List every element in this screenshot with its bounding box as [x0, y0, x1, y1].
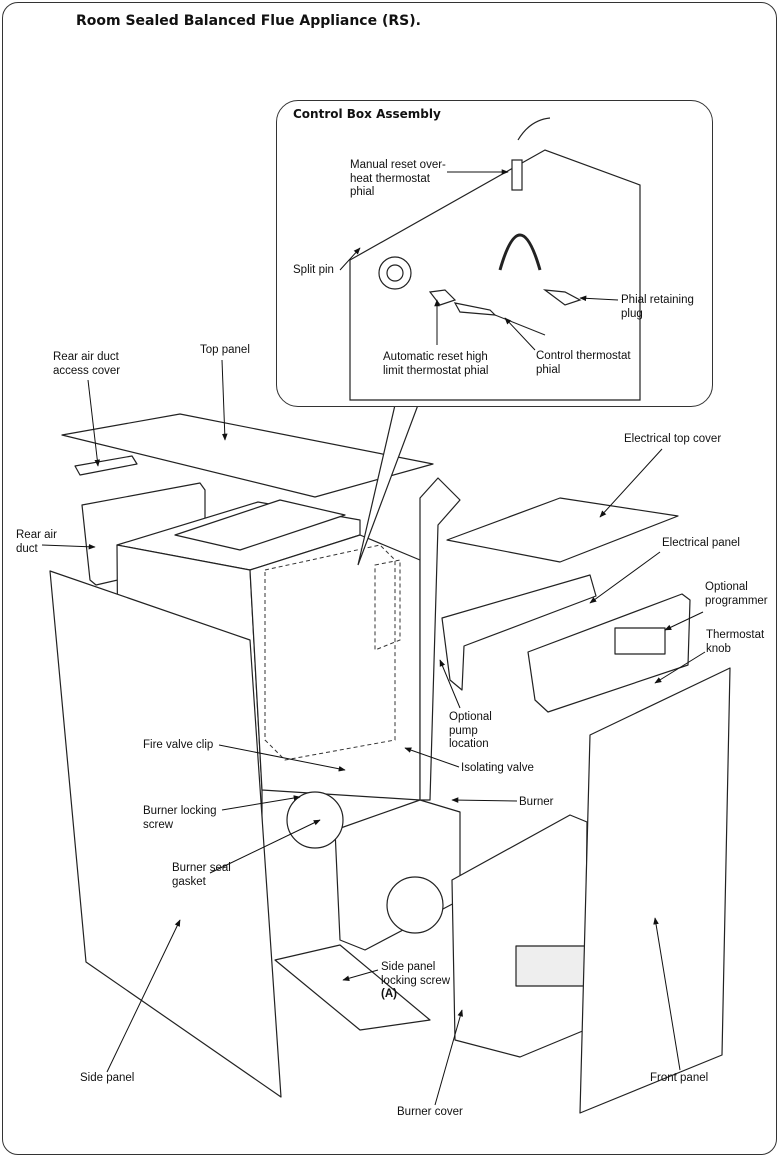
label-optional-programmer: Optional programmer: [705, 581, 768, 607]
diagram-title: Room Sealed Balanced Flue Appliance (RS)…: [76, 13, 421, 29]
label-thermostat-knob: Thermostat knob: [706, 629, 765, 655]
label-electrical-top-cover: Electrical top cover: [624, 433, 722, 445]
label-fire-valve-clip: Fire valve clip: [143, 739, 214, 751]
label-automatic-reset-phial: Automatic reset high limit thermostat ph…: [383, 351, 489, 377]
label-rear-air-duct: Rear air duct: [16, 529, 57, 555]
electrical-top-cover-shape: [446, 497, 679, 563]
label-split-pin: Split pin: [293, 264, 334, 276]
label-burner-locking-screw: Burner locking screw: [143, 805, 217, 831]
front-panel-shape: [579, 667, 731, 1114]
label-burner-seal-gasket: Burner seal gasket: [172, 862, 231, 888]
label-control-thermostat-phial: Control thermostat phial: [536, 350, 631, 376]
rear-air-duct-access-cover-shape: [74, 455, 138, 476]
label-burner: Burner: [519, 796, 554, 808]
label-optional-pump-location: Optional pump location: [449, 711, 492, 750]
label-front-panel: Front panel: [650, 1072, 709, 1084]
label-screw-reference-a: (A): [381, 988, 397, 1000]
top-panel-shape: [61, 413, 434, 498]
side-panel-shape: [49, 570, 282, 1098]
label-side-panel: Side panel: [80, 1072, 135, 1084]
programmer-panel-shape: [527, 593, 691, 713]
label-phial-retaining-plug: Phial retaining plug: [621, 294, 694, 320]
label-top-panel: Top panel: [200, 344, 250, 356]
label-electrical-panel: Electrical panel: [662, 537, 740, 549]
electrical-panel-shape: [441, 574, 597, 691]
inset-title: Control Box Assembly: [293, 107, 441, 121]
label-side-panel-locking-screw: Side panel locking screw: [381, 961, 451, 987]
label-rear-air-duct-access-cover: Rear air duct access cover: [53, 351, 121, 377]
base-tray: [274, 944, 431, 1031]
label-manual-reset-phial: Manual reset over- heat thermostat phial: [350, 159, 446, 198]
label-burner-cover: Burner cover: [397, 1106, 463, 1118]
label-isolating-valve: Isolating valve: [461, 762, 534, 774]
control-box-plate: [174, 499, 346, 551]
